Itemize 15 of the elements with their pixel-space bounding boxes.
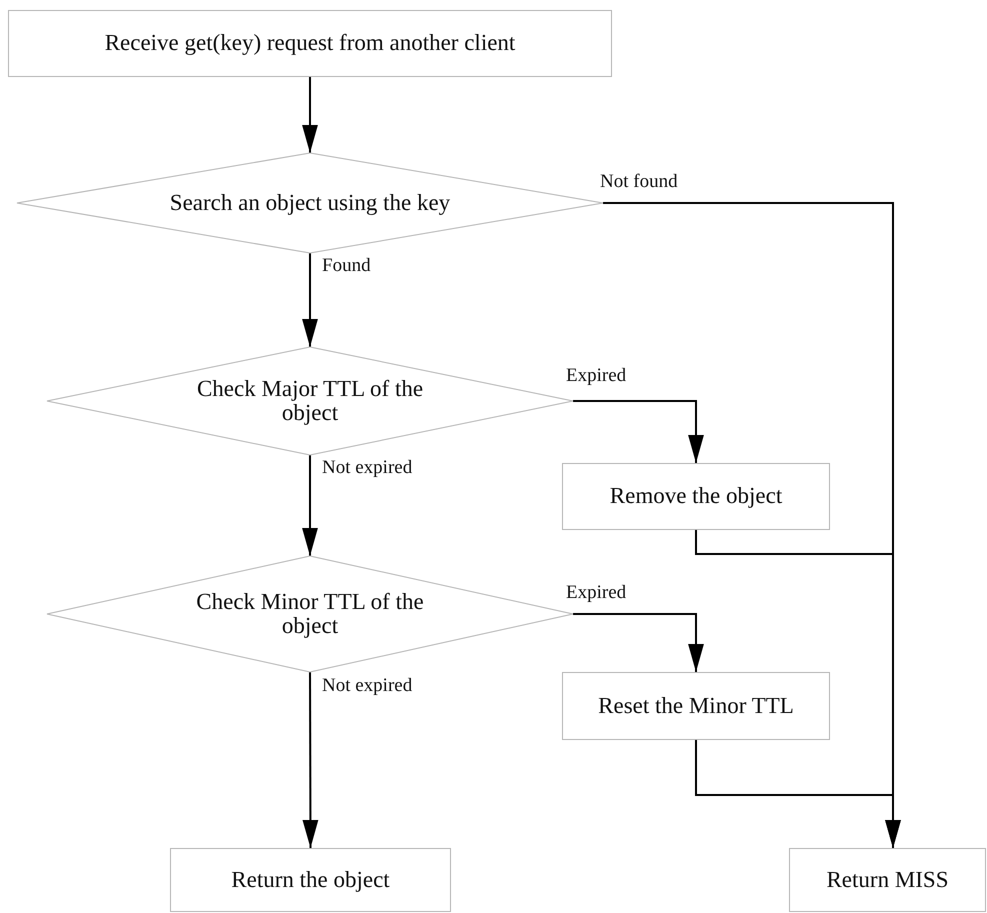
process-box: Remove the object: [562, 463, 830, 530]
arrow: [573, 400, 704, 463]
process-box: Reset the Minor TTL: [562, 672, 830, 740]
process-box: Return the object: [170, 848, 451, 912]
arrow: [302, 253, 318, 347]
arrow: [573, 613, 704, 672]
process-box: Receive get(key) request from another client: [8, 10, 612, 77]
edge-label: Not expired: [320, 458, 414, 479]
arrow: [302, 77, 318, 153]
edge-label: Expired: [564, 583, 628, 604]
arrow: [302, 672, 318, 848]
edge-label: Expired: [564, 366, 628, 387]
edge-label: Not expired: [320, 676, 414, 697]
arrow: [302, 455, 318, 556]
process-box: Return MISS: [789, 848, 986, 912]
